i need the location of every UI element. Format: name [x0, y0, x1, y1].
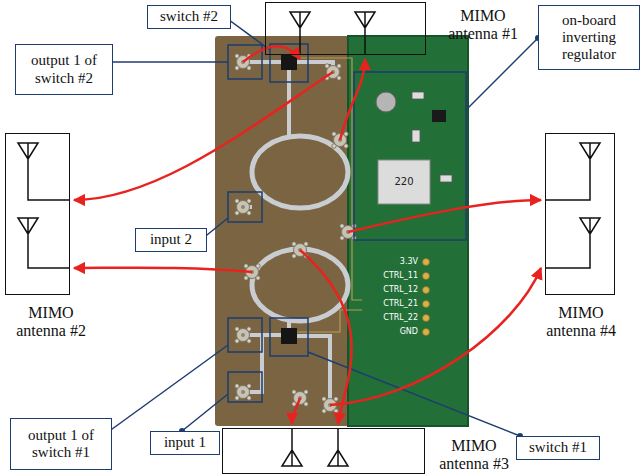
leader-line — [225, 17, 270, 50]
callout-text: input 2 — [141, 231, 201, 248]
connector-pad — [235, 199, 251, 215]
pin-label: 3.3V — [366, 258, 418, 266]
pin-label: CTRL_12 — [366, 286, 418, 294]
antenna-symbol — [290, 12, 310, 55]
antenna-symbol — [355, 12, 375, 55]
header-pin — [423, 287, 430, 294]
pin-label: GND — [366, 328, 418, 336]
inductor — [378, 160, 430, 204]
antenna-symbol — [545, 218, 600, 268]
leader-line — [466, 38, 538, 110]
region-box — [354, 72, 466, 240]
header-pin — [423, 273, 430, 280]
rf-trace — [243, 62, 333, 400]
feed-arrow — [330, 268, 541, 405]
pcb-substrate — [215, 36, 468, 426]
callout-text: output 1 of switch #2 — [21, 52, 107, 87]
pcb-ground-area — [348, 36, 468, 426]
antenna-symbol — [18, 218, 70, 268]
region-box — [228, 45, 262, 79]
region-box — [228, 372, 262, 402]
antenna-box: MIMO antenna #3 — [222, 428, 425, 474]
leader-line — [182, 394, 228, 431]
antenna-symbol — [282, 428, 302, 466]
rf-trace — [252, 249, 348, 321]
leader-line — [108, 345, 228, 432]
leader-line — [308, 352, 520, 436]
region-box — [228, 192, 262, 222]
callout-text: switch #1 — [522, 439, 594, 456]
callout-box: output 1 of switch #1 — [10, 418, 112, 470]
pin-label: CTRL_11 — [366, 272, 418, 280]
callout-box: output 1 of switch #2 — [15, 44, 113, 95]
antenna-symbol — [545, 143, 600, 200]
antenna-label: MIMO antenna #1 — [441, 7, 525, 44]
header-pin — [423, 301, 430, 308]
header-pin — [423, 329, 430, 336]
connector-pad — [235, 327, 251, 343]
connector-pad — [235, 384, 251, 400]
smd-part — [412, 92, 424, 99]
control-trace — [297, 58, 362, 332]
header-pin — [423, 315, 430, 322]
smd-part — [440, 175, 452, 182]
component-marking: 220 — [378, 177, 430, 187]
callout-box: switch #2 — [147, 5, 231, 29]
leader-line — [108, 61, 228, 63]
switch-chip — [281, 54, 297, 70]
callout-text: switch #2 — [153, 8, 225, 25]
callout-text: output 1 of switch #1 — [16, 427, 106, 462]
switch-chip — [281, 328, 297, 344]
feed-arrow — [340, 59, 365, 140]
pin-label: CTRL_22 — [366, 314, 418, 322]
pcb-edge — [348, 36, 468, 426]
feed-arrow — [300, 250, 352, 424]
callout-box: input 1 — [150, 431, 220, 455]
callout-text: on-board inverting regulator — [544, 12, 634, 64]
antenna-box: MIMO antenna #4 — [545, 133, 615, 295]
antenna-label: MIMO antenna #3 — [433, 437, 515, 474]
callout-box: input 2 — [135, 228, 207, 252]
feed-arrow — [74, 268, 252, 272]
pin-label: CTRL_21 — [366, 300, 418, 308]
header-pin — [423, 259, 430, 266]
capacitor — [376, 92, 396, 112]
callout-box: on-board inverting regulator — [538, 5, 640, 70]
regulator-chip — [432, 110, 446, 122]
antenna-symbol — [18, 143, 70, 200]
region-box — [228, 318, 262, 352]
antenna-box: MIMO antenna #2 — [5, 133, 70, 295]
callout-box: switch #1 — [516, 436, 600, 460]
feed-arrow — [292, 398, 300, 424]
callout-text: input 1 — [156, 434, 214, 451]
smd-part — [412, 130, 420, 142]
antenna-label: MIMO antenna #2 — [6, 304, 96, 341]
region-box — [270, 318, 308, 356]
feed-arrow — [348, 200, 541, 232]
antenna-symbol — [328, 428, 348, 466]
antenna-label: MIMO antenna #4 — [536, 304, 626, 341]
antenna-box: MIMO antenna #1 — [265, 2, 426, 55]
